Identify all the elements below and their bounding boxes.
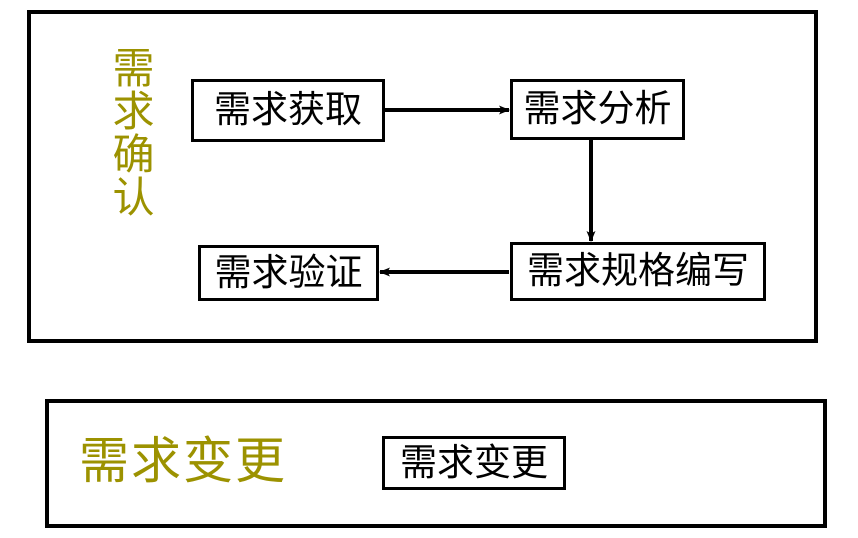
group-caption-requirement-confirmation: 需求确认 xyxy=(106,46,152,218)
node-label-requirement-analysis: 需求分析 xyxy=(523,89,672,130)
node-requirement-elicitation[interactable]: 需求获取 xyxy=(191,79,385,142)
node-requirement-validation[interactable]: 需求验证 xyxy=(198,245,379,301)
node-requirement-specification[interactable]: 需求规格编写 xyxy=(510,242,766,301)
node-label-requirement-elicitation: 需求获取 xyxy=(214,90,362,131)
node-requirement-change[interactable]: 需求变更 xyxy=(382,436,566,490)
group-caption-requirement-change: 需求变更 xyxy=(79,433,287,489)
node-label-requirement-specification: 需求规格编写 xyxy=(527,251,749,292)
node-label-requirement-change: 需求变更 xyxy=(400,442,548,484)
node-label-requirement-validation: 需求验证 xyxy=(214,252,363,294)
node-requirement-analysis[interactable]: 需求分析 xyxy=(510,79,685,140)
